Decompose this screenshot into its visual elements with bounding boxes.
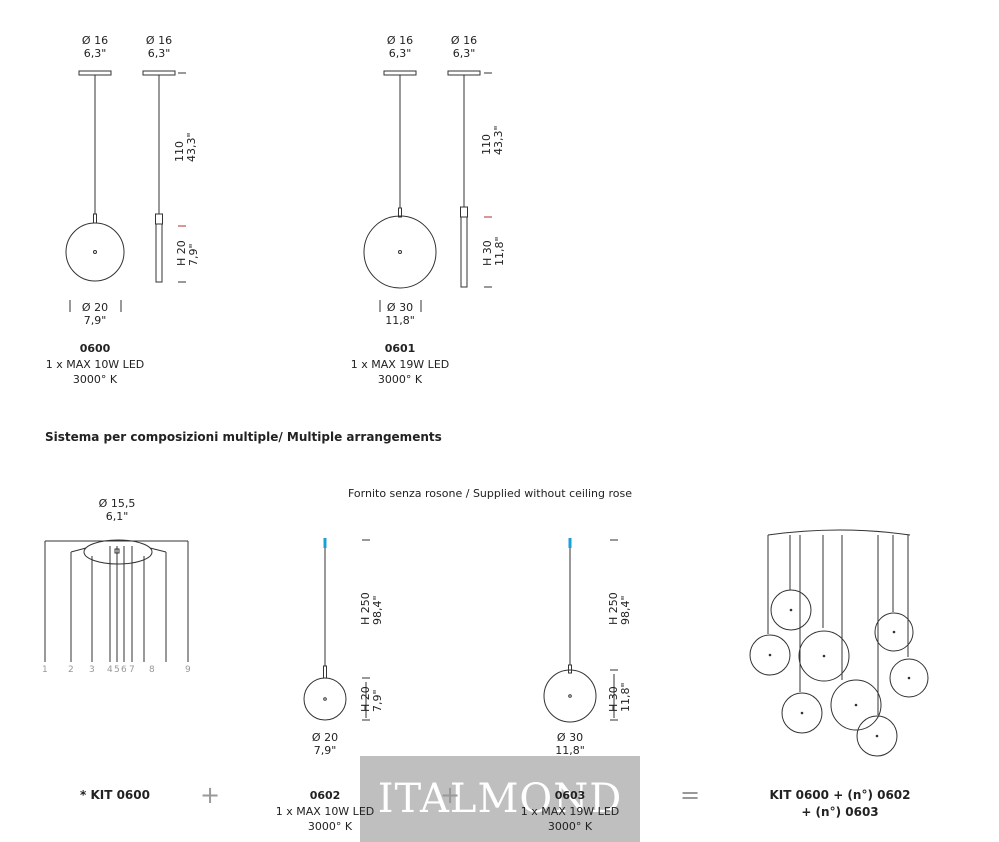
product-spec: 1 x MAX 19W LED: [350, 358, 450, 371]
globe-0602: [303, 677, 347, 721]
body-0600-side: [155, 223, 163, 283]
hub-plate: [83, 539, 153, 565]
product-temp: 3000° K: [377, 373, 423, 386]
product-temp: 3000° K: [72, 373, 118, 386]
section-title: Sistema per composizioni multiple/ Multi…: [45, 430, 442, 444]
kit-result-line2: + (n°) 0603: [801, 805, 879, 819]
plus-sign: +: [439, 781, 461, 809]
product-temp: 3000° K: [307, 820, 353, 833]
kit-label: * KIT 0600: [80, 788, 150, 802]
product-code: 0601: [384, 342, 416, 355]
canopy-0600-front: [78, 70, 112, 76]
bulb-0600-front: [93, 250, 97, 254]
composition-ceiling: [767, 529, 911, 536]
product-code: 0600: [79, 342, 111, 355]
canopy-0600-side: [142, 70, 176, 76]
product-temp: 3000° K: [547, 820, 593, 833]
globe-0603: [543, 669, 597, 723]
body-0601-side: [460, 216, 468, 288]
product-spec: 1 x MAX 10W LED: [45, 358, 145, 371]
supplied-note: Fornito senza rosone / Supplied without …: [347, 487, 633, 500]
hub-numbers: 1 2 3 4 5 6 7 8 9: [42, 665, 191, 675]
equals-sign: =: [679, 781, 701, 809]
plus-sign: +: [199, 781, 221, 809]
product-spec: 1 x MAX 10W LED: [275, 805, 375, 818]
globe-0600-front: [65, 222, 125, 282]
kit-result-line1: KIT 0600 + (n°) 0602: [769, 788, 911, 802]
product-code: 0603: [554, 789, 586, 802]
connector-0603: [568, 538, 572, 548]
canopy-0601-side: [447, 70, 481, 76]
globe-0601-front: [363, 215, 437, 289]
connector-0602: [323, 538, 327, 548]
watermark: ITALMOND: [360, 756, 640, 842]
product-code: 0602: [309, 789, 341, 802]
product-spec: 1 x MAX 19W LED: [520, 805, 620, 818]
socket-0600-side: [155, 213, 163, 225]
canopy-0601-front: [383, 70, 417, 76]
socket-0600-front: [93, 213, 97, 224]
